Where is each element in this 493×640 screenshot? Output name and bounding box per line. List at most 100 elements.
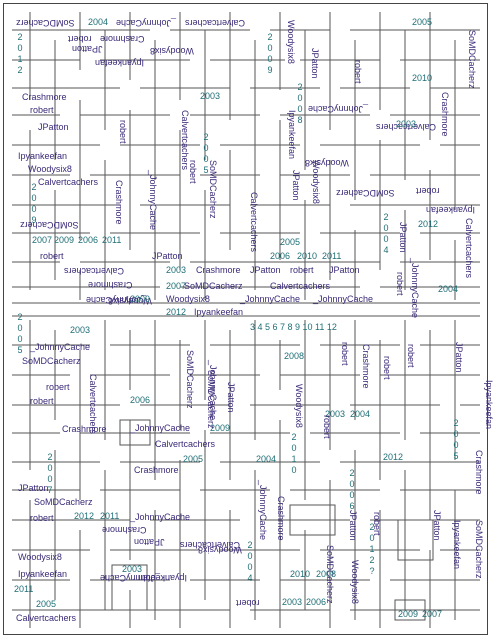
year-label-75: 2003 xyxy=(70,325,91,335)
cacher-name-label-125: Ipyankeefan xyxy=(138,573,188,583)
cacher-name-label-110: robert xyxy=(30,513,54,523)
cacher-name-label-122: Woodysix8 xyxy=(198,545,242,555)
cacher-name-label-129: Woodysix8 xyxy=(350,560,360,604)
cacher-name-label-83: robert xyxy=(382,356,392,380)
cacher-name-label-93: Woodysix8 xyxy=(294,384,304,428)
cacher-name-label-60: JPatton xyxy=(250,265,281,275)
cacher-name-label-3: Calvertcachers xyxy=(185,18,246,28)
cacher-name-label-44: Ipyankeefan xyxy=(426,205,476,215)
year-label-13: 2010 xyxy=(412,73,433,83)
year-label-46: 2012 xyxy=(418,219,439,229)
year-label-52: 2010 xyxy=(297,251,318,261)
cacher-name-label-117: Crashmore xyxy=(102,525,147,535)
cacher-name-label-7: Woodysix8 xyxy=(150,46,194,56)
cacher-name-label-131: Ipyankeefan xyxy=(452,520,462,570)
cacher-name-label-30: SoMDCacherz xyxy=(20,220,79,230)
cacher-name-label-120: Woodysix8 xyxy=(18,552,62,562)
cacher-name-label-21: robert xyxy=(118,120,128,144)
year-label-133: 2011 xyxy=(14,584,34,594)
cacher-name-label-82: Crashmore xyxy=(361,344,371,389)
year-label-76: 3 4 5 6 7 8 9 10 11 12 xyxy=(250,322,337,332)
cacher-name-label-42: SoMDCacherz xyxy=(336,188,395,198)
cacher-name-label-27: Crashmore xyxy=(440,92,450,137)
cacher-name-label-17: JPatton xyxy=(38,122,69,132)
cacher-name-label-4: robert xyxy=(68,34,92,44)
cacher-name-label-12: SoMDCacherz xyxy=(467,30,477,89)
cacher-name-label-98: _JohnnyCache xyxy=(130,423,191,433)
cacher-name-label-67: Calvertcachers xyxy=(270,281,331,291)
cacher-name-label-8: Ipyankeefan xyxy=(95,58,145,68)
year-label-69: 2009 xyxy=(130,294,151,304)
year-label-103: 2004 xyxy=(256,454,277,464)
year-label-20: 2003 xyxy=(200,91,221,101)
year-label-9: 2005 xyxy=(412,17,433,27)
cacher-name-label-18: Ipyankeefan xyxy=(18,151,68,161)
cacher-name-label-101: robert xyxy=(322,415,332,439)
year-label-26: 2003 xyxy=(396,119,417,129)
cacher-name-label-132: SoMDCacherz xyxy=(474,520,484,579)
year-label-112: 2011 xyxy=(100,511,120,521)
cacher-name-label-29: Calvertcachers xyxy=(38,177,99,187)
year-label-33: 2006 xyxy=(78,235,99,245)
cacher-name-label-100: Calvertcachers xyxy=(155,439,216,449)
year-label-128: 2008 xyxy=(316,569,337,579)
year-label-73: 2012 xyxy=(166,307,187,317)
cacher-name-label-48: robert xyxy=(40,251,64,261)
cacher-name-label-63: Crashmore xyxy=(88,280,133,290)
year-label-1: 2004 xyxy=(88,17,109,27)
year-label-50: 2005 xyxy=(280,237,301,247)
cacher-name-label-0: SoMDCacherz xyxy=(16,18,75,28)
cacher-name-label-136: robert xyxy=(236,598,260,608)
cacher-name-label-35: Crashmore xyxy=(114,180,124,225)
cacher-name-label-113: _JohnnyCache xyxy=(258,480,268,541)
year-label-104: 2012 xyxy=(383,452,404,462)
year-label-56: 2004 xyxy=(438,284,459,294)
year-label-58: 2003 xyxy=(166,265,187,275)
cacher-name-label-107: JPatton xyxy=(18,483,49,493)
cacher-name-label-70: Woodysix8 xyxy=(166,294,210,304)
cacher-name-label-84: robert xyxy=(406,344,416,368)
cacher-name-label-118: JPatton xyxy=(134,537,165,547)
cacher-name-label-115: JPatton xyxy=(348,510,358,541)
cacher-name-label-72: _JohnnyCache xyxy=(313,294,374,304)
year-label-138: 2006 xyxy=(306,597,327,607)
cacher-name-label-15: Crashmore xyxy=(22,92,67,102)
cacher-name-label-97: Crashmore xyxy=(62,424,107,434)
year-label-127: 2010 xyxy=(290,569,311,579)
year-label-137: 2003 xyxy=(282,597,303,607)
cacher-name-label-77: _JohnnyCache xyxy=(30,342,91,352)
cacher-name-label-108: SoMDCacherz xyxy=(34,497,93,507)
year-label-94: 2003 xyxy=(325,409,346,419)
cacher-name-label-92: JPatton xyxy=(226,382,236,413)
cacher-name-label-135: Calvertcachers xyxy=(16,613,77,623)
cacher-name-label-47: Calvertcachers xyxy=(464,218,474,279)
year-label-80: 2008 xyxy=(284,351,305,361)
cacher-name-label-85: JPatton xyxy=(454,342,464,373)
year-label-139: 2009 xyxy=(398,609,419,619)
year-label-140: 2007 xyxy=(422,609,443,619)
cacher-name-label-36: _JohnnyCache xyxy=(148,170,158,231)
cacher-name-label-38: SoMDCacherz xyxy=(208,160,218,219)
year-label-102: 2005 xyxy=(183,454,204,464)
cacher-name-label-49: JPatton xyxy=(152,251,183,261)
year-label-51: 2006 xyxy=(270,251,291,261)
cacher-name-label-61: robert xyxy=(290,265,314,275)
year-label-53: 2011 xyxy=(322,251,342,261)
cacher-name-label-41: Woodysix8 xyxy=(311,160,321,204)
cacher-name-label-96: Ipyankeefan xyxy=(484,380,493,430)
cacher-name-label-88: Calvertcachers xyxy=(88,374,98,435)
cacher-name-label-57: Calvertcachers xyxy=(64,266,125,276)
year-label-90: 2006 xyxy=(130,395,151,405)
cacher-name-label-126: SoMDCacherz xyxy=(325,545,335,604)
cacher-name-label-2: _JohnnyCache xyxy=(116,18,177,28)
cacher-name-label-14: Woodysix8 xyxy=(286,20,296,64)
year-label-31: 2007 xyxy=(32,235,53,245)
